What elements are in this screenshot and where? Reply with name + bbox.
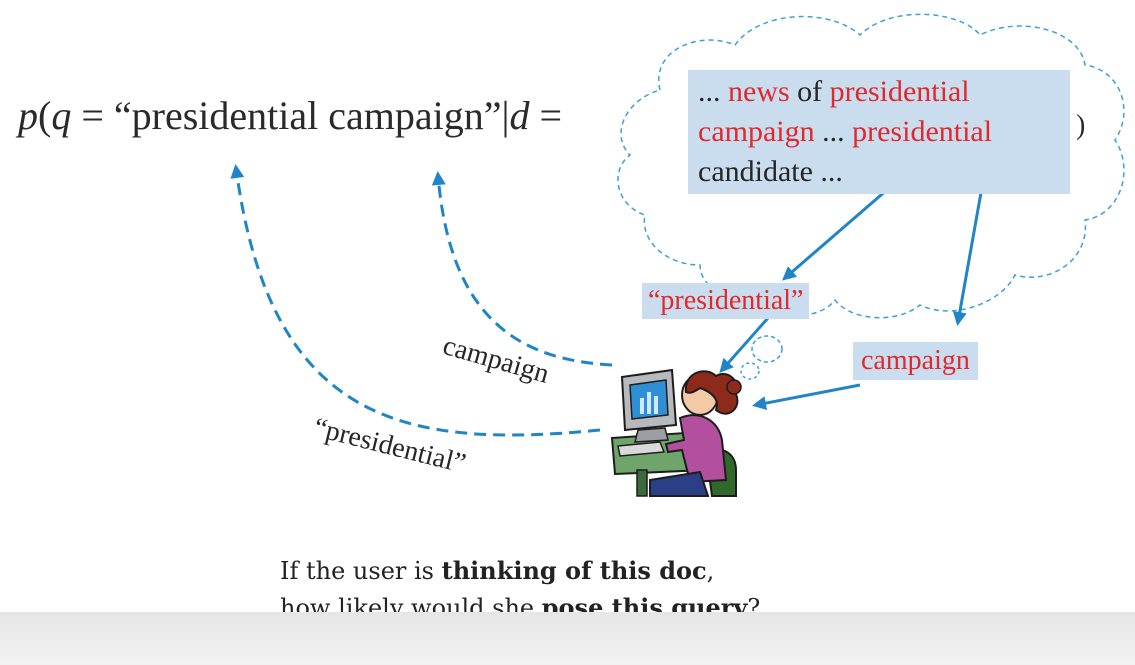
formula-open-paren: ( [38,93,52,138]
formula-query-text: = “presidential campaign”| [71,93,510,138]
doc-token: candidate ... [698,155,843,188]
formula-equals: = [529,93,563,138]
user-at-computer-icon [610,368,742,497]
caption-text: If the user is [280,557,442,585]
thought-bubble-small [740,362,760,380]
doc-line-1: ... news of presidential [698,72,1070,112]
campaign-word-box: campaign [853,342,978,380]
doc-token-highlight: presidential [829,75,970,108]
doc-line-3: candidate ... [698,152,1070,192]
presidential-word-box: “presidential” [642,283,810,319]
query-likelihood-formula: p(q = “presidential campaign”|d = [18,96,562,136]
doc-token-highlight: presidential [852,115,993,148]
arrow-campaign-to-user [752,383,861,410]
doc-token: of [789,75,830,108]
doc-line-2: campaign ... presidential [698,112,1070,152]
formula-close-paren: ) [1076,110,1086,141]
caption-text: , [706,557,715,585]
formula-q: q [51,93,72,138]
arrow-presidential-to-user [719,317,770,373]
thought-cloud [617,13,1125,319]
dashed-arrow-campaign [431,171,613,367]
document-box: ... news of presidential campaign ... pr… [688,70,1070,194]
doc-token-highlight: news [728,75,790,108]
arrow-doc-to-campaign [952,169,987,326]
doc-token: ... [698,75,728,108]
caption-bold: thinking of this doc [441,556,707,585]
formula-d: d [509,93,530,138]
dashed-arrow-presidential [230,164,601,437]
formula-p: p [18,93,38,138]
bottom-bar [0,612,1135,665]
doc-token: ... [814,115,853,148]
thought-bubble-medium [751,335,783,363]
caption-line-1: If the user is thinking of this doc, [280,556,714,585]
doc-token-highlight: campaign [698,115,815,148]
